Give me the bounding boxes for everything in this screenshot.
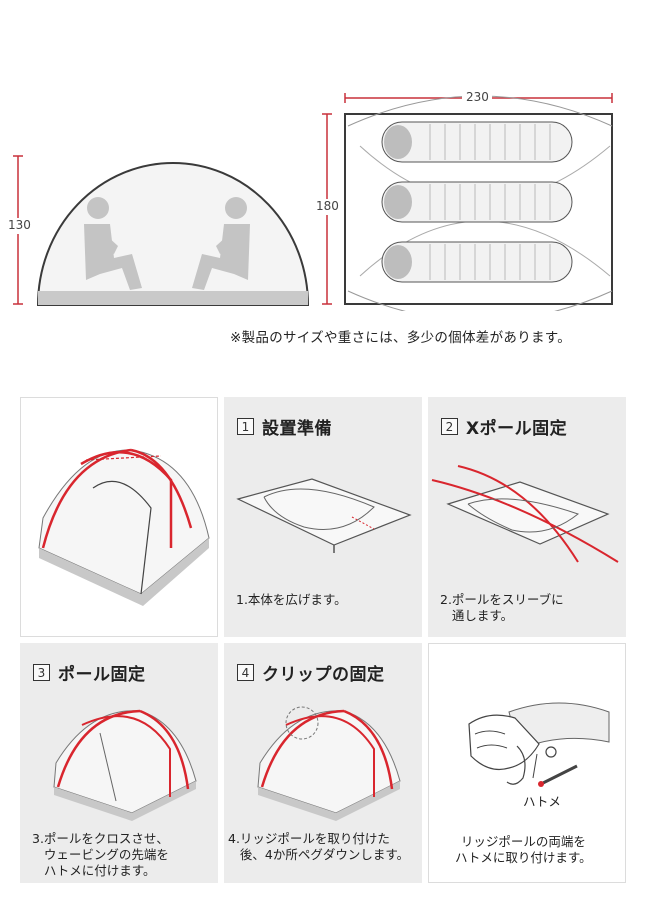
- step-3-illustration: [53, 709, 197, 821]
- step-3-caption: 3.ポールをクロスさせ、 ウェービングの先端を ハトメに付けます。: [32, 831, 169, 878]
- step-2-illustration: [431, 465, 619, 563]
- step-4-illustration: [257, 706, 401, 821]
- step-3-title: ポール固定: [58, 665, 146, 685]
- grommet-caption: リッジポールの両端を ハトメに取り付けます。: [455, 834, 592, 865]
- floor-plan-diagram: 230 180: [316, 86, 620, 311]
- step-1-title: 設置準備: [262, 419, 332, 439]
- tent-overview-illustration: [38, 448, 210, 606]
- side-view-diagram: 130: [8, 150, 320, 310]
- step-2-title: Xポール固定: [466, 419, 568, 439]
- step-4-panel: 4 クリップの固定 4.リッジポールを取り付けた 後、4か所ペグダウンします。: [224, 643, 422, 883]
- grommet-label: ハトメ: [523, 794, 561, 809]
- step-4-caption: 4.リッジポールを取り付けた 後、4か所ペグダウンします。: [228, 831, 410, 862]
- step-1-caption: 1.本体を広げます。: [236, 592, 347, 607]
- step-4-number: 4: [237, 664, 254, 681]
- grommet-detail-panel: ハトメ リッジポールの両端を ハトメに取り付けます。: [428, 643, 626, 883]
- step-3-panel: 3 ポール固定 3.ポールをクロスさせ、 ウェービングの先端を ハトメに付けます…: [20, 643, 218, 883]
- step-2-caption: 2.ポールをスリーブに 通します。: [440, 592, 564, 623]
- step-4-title: クリップの固定: [262, 665, 385, 685]
- overview-tent-panel: [20, 397, 218, 637]
- step-2-number: 2: [441, 418, 458, 435]
- step-1-panel: 1 設置準備 1.本体を広げます。: [224, 397, 422, 637]
- depth-label: 180: [316, 199, 339, 213]
- step-2-panel: 2 Xポール固定 2.ポールをスリーブに 通します。: [428, 397, 626, 637]
- step-1-illustration: [236, 478, 412, 553]
- step-3-number: 3: [33, 664, 50, 681]
- width-label: 230: [466, 90, 489, 104]
- grommet-illustration: [468, 702, 610, 787]
- height-label: 130: [8, 218, 31, 232]
- step-1-number: 1: [237, 418, 254, 435]
- size-disclaimer-note: ※製品のサイズや重さには、多少の個体差があります。: [230, 330, 572, 346]
